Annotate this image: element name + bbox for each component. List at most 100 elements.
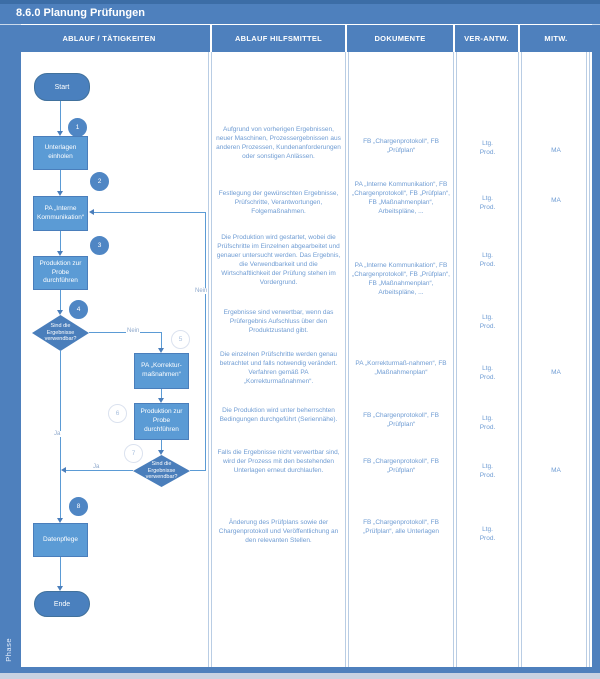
edge-label-nein: Nein xyxy=(194,288,209,294)
mitw-note: MA xyxy=(551,197,561,204)
arrowhead-down xyxy=(57,586,63,591)
column-header-mitw: MITW. xyxy=(520,25,592,52)
column-header-hilfsmittel: ABLAUF HILFSMITTEL xyxy=(212,25,345,52)
dokumente-note: FB „Chargenprotokoll“, FB „Prüfplan“ xyxy=(363,138,439,155)
dokumente-note: FB „Chargenprotokoll“, FB „Prüfplan“ xyxy=(363,458,439,475)
column-divider xyxy=(208,52,212,667)
arrowhead-down xyxy=(57,131,63,136)
connector-line xyxy=(60,231,61,253)
hilfsmittel-note: Die Produktion wird unter beherrschten B… xyxy=(219,407,338,424)
column-header-taetigkeiten: ABLAUF / TÄTIGKEITEN xyxy=(8,25,210,52)
column-divider xyxy=(586,52,590,667)
hilfsmittel-note: Ergebnisse sind verwertbar, wenn das Prü… xyxy=(223,309,334,335)
connector-line xyxy=(63,470,133,471)
frame-bottom xyxy=(0,667,600,673)
edge-label-ja: Ja xyxy=(53,431,62,437)
hilfsmittel-note: Die Produktion wird gestartet, wobei die… xyxy=(216,234,341,287)
step-number: 6 xyxy=(115,410,120,417)
step-number-badge: 2 xyxy=(90,172,109,191)
connector-line xyxy=(60,99,61,132)
hilfsmittel-note: Aufgrund von vorherigen Ergebnissen, neu… xyxy=(216,126,341,161)
arrowhead-down xyxy=(57,191,63,196)
page-edge xyxy=(0,673,600,679)
decision-label: Sind die Ergebnisse verwendbar? xyxy=(44,322,77,343)
verantw-note: Ltg. Prod. xyxy=(479,314,496,331)
connector-line xyxy=(205,212,206,471)
mitw-note: MA xyxy=(551,369,561,376)
connector-line xyxy=(161,332,162,349)
page-title: 8.6.0 Planung Prüfungen xyxy=(16,7,145,19)
arrowhead-down xyxy=(57,251,63,256)
arrowhead-down xyxy=(57,518,63,523)
mitw-note: MA xyxy=(551,147,561,154)
verantw-note: Ltg. Prod. xyxy=(479,140,496,157)
connector-line xyxy=(161,440,162,451)
arrowhead-down xyxy=(158,348,164,353)
step-number-badge: 8 xyxy=(69,497,88,516)
phase-lane-strip xyxy=(8,52,21,667)
verantw-note: Ltg. Prod. xyxy=(479,365,496,382)
column-divider xyxy=(518,52,522,667)
step-number: 5 xyxy=(178,336,183,343)
dokumente-note: PA „Korrekturmaß-nahmen“, FB „Maßnahmenp… xyxy=(355,360,447,377)
step-number-badge: 1 xyxy=(68,118,87,137)
hilfsmittel-note: Festlegung der gewünschten Ergebnisse, P… xyxy=(218,190,339,216)
verantw-note: Ltg. Prod. xyxy=(479,526,496,543)
frame-right xyxy=(592,0,600,679)
edge-label-nein: Nein xyxy=(126,328,141,334)
verantw-note: Ltg. Prod. xyxy=(479,252,496,269)
start-node: Start xyxy=(34,73,90,101)
step-unterlagen-einholen: Unterlagen einholen xyxy=(33,136,88,170)
connector-line xyxy=(89,332,162,333)
step-number: 2 xyxy=(97,178,102,185)
column-divider xyxy=(453,52,457,667)
step-pa-korrekturmassnahmen: PA „Korrektur-maßnahmen“ xyxy=(134,353,189,389)
column-header-dokumente: DOKUMENTE xyxy=(347,25,453,52)
connector-line xyxy=(161,389,162,399)
arrowhead-down xyxy=(158,398,164,403)
arrowhead-left xyxy=(61,467,66,473)
edge-label-ja: Ja xyxy=(92,464,101,470)
decision-ergebnisse-verwendbar-1: Sind die Ergebnisse verwendbar? xyxy=(32,315,89,351)
decision-label: Sind die Ergebnisse verwendbar? xyxy=(145,460,178,481)
decision-ergebnisse-verwendbar-2: Sind die Ergebnisse verwendbar? xyxy=(133,455,190,487)
step-number-badge: 4 xyxy=(69,300,88,319)
connector-line xyxy=(190,470,206,471)
verantw-note: Ltg. Prod. xyxy=(479,415,496,432)
end-node: Ende xyxy=(34,591,90,617)
step-number-badge: 3 xyxy=(90,236,109,255)
connector-line xyxy=(92,212,206,213)
mitw-note: MA xyxy=(551,467,561,474)
column-header-verantw: VER-ANTW. xyxy=(455,25,518,52)
step-pa-interne-kommunikation: PA „Interne Kommunikation“ xyxy=(33,196,88,231)
title-bar: 8.6.0 Planung Prüfungen xyxy=(0,4,600,24)
step-number: 7 xyxy=(131,450,136,457)
dokumente-note: FB „Chargenprotokoll“, FB „Prüfplan“, al… xyxy=(363,519,439,536)
frame-top xyxy=(0,0,600,4)
arrowhead-down xyxy=(57,310,63,315)
step-number: 4 xyxy=(76,306,81,313)
verantw-note: Ltg. Prod. xyxy=(479,463,496,480)
step-produktion-zur-probe: Produktion zur Probe durchführen xyxy=(33,256,88,290)
step-number: 1 xyxy=(75,124,80,131)
connector-line xyxy=(60,170,61,192)
arrowhead-down xyxy=(158,450,164,455)
step-number-badge: 6 xyxy=(108,404,127,423)
dokumente-note: PA „Interne Kommunikation“, FB „Chargenp… xyxy=(352,262,450,297)
connector-line xyxy=(60,290,61,311)
arrowhead-left xyxy=(89,209,94,215)
step-datenpflege: Datenpflege xyxy=(33,523,88,557)
step-produktion-zur-probe-2: Produktion zur Probe durchführen xyxy=(134,403,189,440)
column-divider xyxy=(345,52,349,667)
dokumente-note: PA „Interne Kommunikation“, FB „Chargenp… xyxy=(352,181,450,216)
step-number: 8 xyxy=(76,503,81,510)
step-number-badge: 7 xyxy=(124,444,143,463)
connector-line xyxy=(60,557,61,587)
step-number-badge: 5 xyxy=(171,330,190,349)
title-separator xyxy=(0,24,600,25)
phase-lane-label: Phase xyxy=(4,638,13,662)
hilfsmittel-note: Die einzelnen Prüfschritte werden genau … xyxy=(219,351,338,386)
step-number: 3 xyxy=(97,242,102,249)
dokumente-note: FB „Chargenprotokoll“, FB „Prüfplan“ xyxy=(363,412,439,429)
